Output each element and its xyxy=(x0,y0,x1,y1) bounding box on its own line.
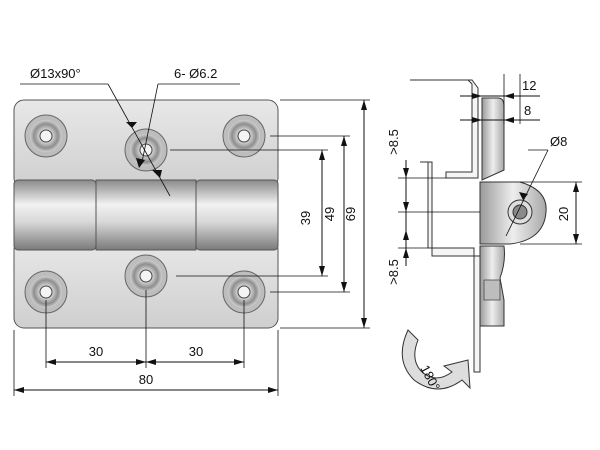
lower-leaf-outline xyxy=(420,161,481,373)
hole-bottom-right xyxy=(222,270,266,314)
countersink-section xyxy=(483,279,501,301)
knuckle-right xyxy=(195,179,279,251)
upper-leaf-body xyxy=(481,97,505,181)
dim-gap-bottom: >8.5 xyxy=(386,259,401,285)
pin-inner xyxy=(512,204,528,220)
hole-spec-label: 6- Ø6.2 xyxy=(174,66,217,81)
hole-top-center xyxy=(124,128,168,172)
hole-bottom-left xyxy=(24,270,68,314)
knuckle-center xyxy=(95,179,197,251)
countersink-arrow xyxy=(126,122,137,128)
side-view: 12 8 Ø8 20 >8.5 >8.5 180° xyxy=(386,74,582,393)
hole-leader xyxy=(141,83,159,163)
dim-30-left: 30 xyxy=(89,344,103,359)
hole-arrow xyxy=(136,158,145,168)
dim-69: 69 xyxy=(343,207,358,221)
dim-pin: Ø8 xyxy=(550,134,567,149)
hole-top-left xyxy=(24,114,68,158)
dim-12: 12 xyxy=(522,78,536,93)
dim-49: 49 xyxy=(322,207,337,221)
hole-arrow-2 xyxy=(152,170,162,178)
knuckle-left xyxy=(13,179,97,251)
upper-leaf-outline xyxy=(410,79,479,179)
dim-39: 39 xyxy=(298,211,313,225)
dim-8: 8 xyxy=(524,103,531,118)
dim-30-right: 30 xyxy=(189,344,203,359)
dim-gap-top: >8.5 xyxy=(386,129,401,155)
dim-80: 80 xyxy=(139,372,153,387)
hole-top-right xyxy=(222,114,266,158)
pin-leader xyxy=(505,149,549,237)
countersink-label: Ø13x90° xyxy=(30,66,81,81)
front-view: Ø13x90° 6- Ø6.2 39 49 69 30 30 xyxy=(13,66,370,396)
dim-20: 20 xyxy=(556,207,571,221)
rotation-arrow-icon xyxy=(401,329,471,390)
